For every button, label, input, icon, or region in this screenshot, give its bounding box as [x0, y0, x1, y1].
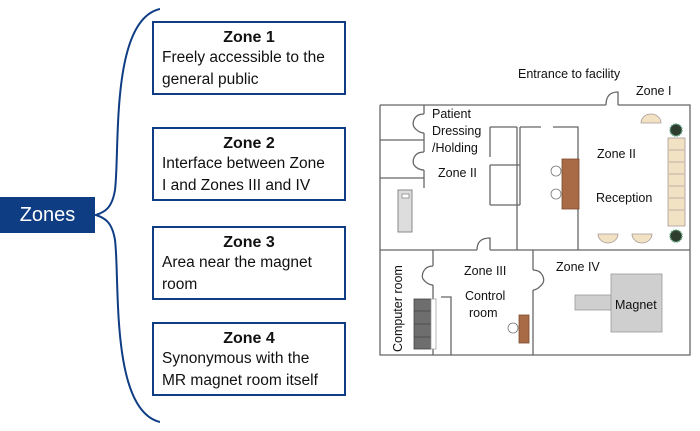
zone-3-box: Zone 3 Area near the magnet room: [152, 226, 346, 300]
armchair-icon: [640, 113, 662, 124]
chair-icon: [550, 165, 562, 177]
zone-1-desc-line2: general public: [162, 71, 259, 88]
control-room-line1: Control: [465, 289, 505, 303]
plant-icon: [669, 229, 683, 243]
stretcher-icon: [397, 189, 413, 233]
zone-2-desc-line1: Interface between Zone: [162, 155, 325, 172]
zone2-right-label: Zone II: [597, 147, 636, 161]
brace-connector: [92, 8, 160, 423]
zone3-label: Zone III: [464, 264, 506, 278]
patient-label-line3: /Holding: [432, 141, 478, 155]
control-desk: [518, 314, 530, 344]
magnet-icon: [610, 273, 663, 333]
plant-icon: [669, 123, 683, 137]
armchair-icon: [631, 233, 653, 244]
dressing-door-1: [412, 113, 425, 134]
zone-3-desc-line1: Area near the magnet: [162, 254, 312, 271]
zone-1-title: Zone 1: [223, 29, 275, 46]
zone4-label: Zone IV: [556, 260, 600, 274]
zone-4-title: Zone 4: [223, 330, 275, 347]
dressing-door-2: [412, 151, 425, 171]
zone-3-title: Zone 3: [223, 234, 275, 251]
zone2-left-label: Zone II: [438, 166, 477, 180]
zones-root-label: Zones: [0, 197, 95, 233]
patient-label-line1: Patient: [432, 107, 471, 121]
entrance-label: Entrance to facility: [518, 67, 621, 81]
magnet-door: [532, 269, 545, 291]
zone-4-desc-line1: Synonymous with the: [162, 350, 310, 367]
zone-2-desc-line2: I and Zones III and IV: [162, 177, 311, 194]
chair-icon: [507, 322, 519, 334]
patient-label-line2: Dressing: [432, 124, 481, 138]
zone-4-box: Zone 4 Synonymous with the MR magnet roo…: [152, 322, 346, 396]
computer-door: [421, 265, 434, 286]
zone1-label: Zone I: [636, 84, 671, 98]
zone-1-box: Zone 1 Freely accessible to the general …: [152, 21, 346, 95]
outer-wall: [379, 104, 691, 356]
computer-room-label: Computer room: [391, 265, 405, 352]
reception-label: Reception: [596, 191, 652, 205]
entrance-door: [605, 91, 619, 106]
zone-2-box: Zone 2 Interface between Zone I and Zone…: [152, 127, 346, 201]
zone-2-title: Zone 2: [223, 135, 275, 152]
zone-4-desc-line2: MR magnet room itself: [162, 372, 318, 389]
magnet-label: Magnet: [615, 298, 657, 312]
zone-1-desc-line1: Freely accessible to the: [162, 49, 325, 66]
chair-icon: [550, 188, 562, 200]
reception-desk: [561, 158, 580, 210]
control-room-line2: room: [469, 306, 497, 320]
armchair-icon: [597, 233, 619, 244]
zone-3-desc-line2: room: [162, 276, 198, 293]
sofa-icon: [667, 137, 686, 227]
mid-door: [476, 237, 491, 251]
